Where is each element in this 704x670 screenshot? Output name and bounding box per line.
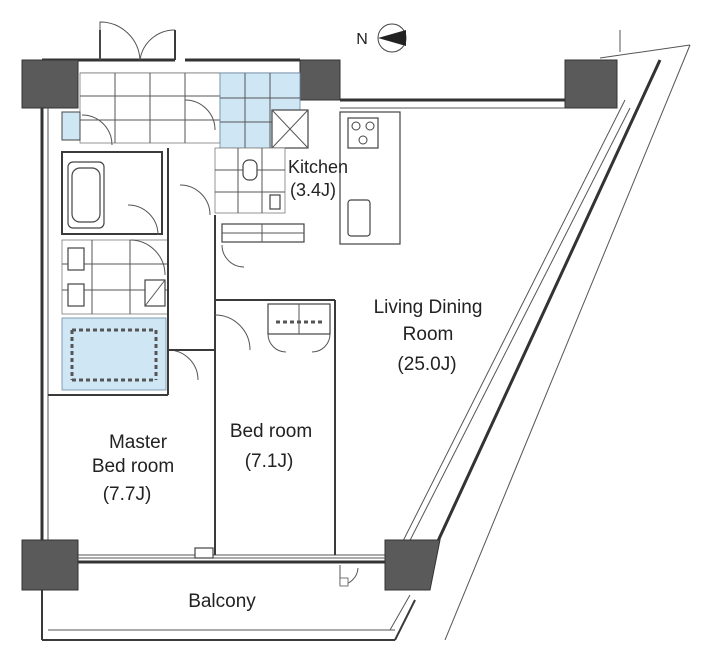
living-name-line1: Living Dining: [374, 297, 483, 318]
kitchen-size: (3.4J): [290, 180, 336, 200]
bedroom-closet: [267, 303, 331, 353]
structural-pillars: [21, 59, 618, 591]
master-name-line1: Master: [109, 432, 168, 453]
room-labels: Living Dining Room (25.0J) Bed room (7.1…: [92, 297, 483, 612]
living-size: (25.0J): [397, 354, 456, 375]
pillar: [21, 539, 79, 591]
bedroom-name: Bed room: [230, 421, 312, 442]
compass-north-letter: N: [356, 31, 368, 48]
washroom-area: [61, 239, 169, 315]
master-size: (7.7J): [103, 484, 152, 505]
bathroom-area: [61, 151, 211, 236]
interior-walls: [48, 148, 336, 555]
walk-in-closet: [61, 317, 199, 391]
sliding-windows: [78, 547, 385, 559]
living-name-line2: Room: [403, 324, 454, 345]
pillar: [564, 59, 618, 109]
pillar: [21, 59, 79, 109]
toilet-area: [219, 72, 309, 149]
entrance-door: [99, 21, 176, 61]
master-name-line2: Bed room: [92, 456, 174, 477]
entrance-hall-grid: [61, 72, 221, 146]
kitchen-name: Kitchen: [288, 157, 348, 177]
pillar: [299, 59, 341, 101]
sink-icon: [347, 199, 371, 237]
balcony-name: Balcony: [188, 591, 256, 612]
pillar: [384, 539, 441, 591]
balcony-area: [41, 565, 416, 641]
kitchen-area: Kitchen (3.4J): [214, 111, 401, 300]
bedroom-size: (7.1J): [245, 451, 294, 472]
compass-icon: N: [356, 23, 407, 53]
